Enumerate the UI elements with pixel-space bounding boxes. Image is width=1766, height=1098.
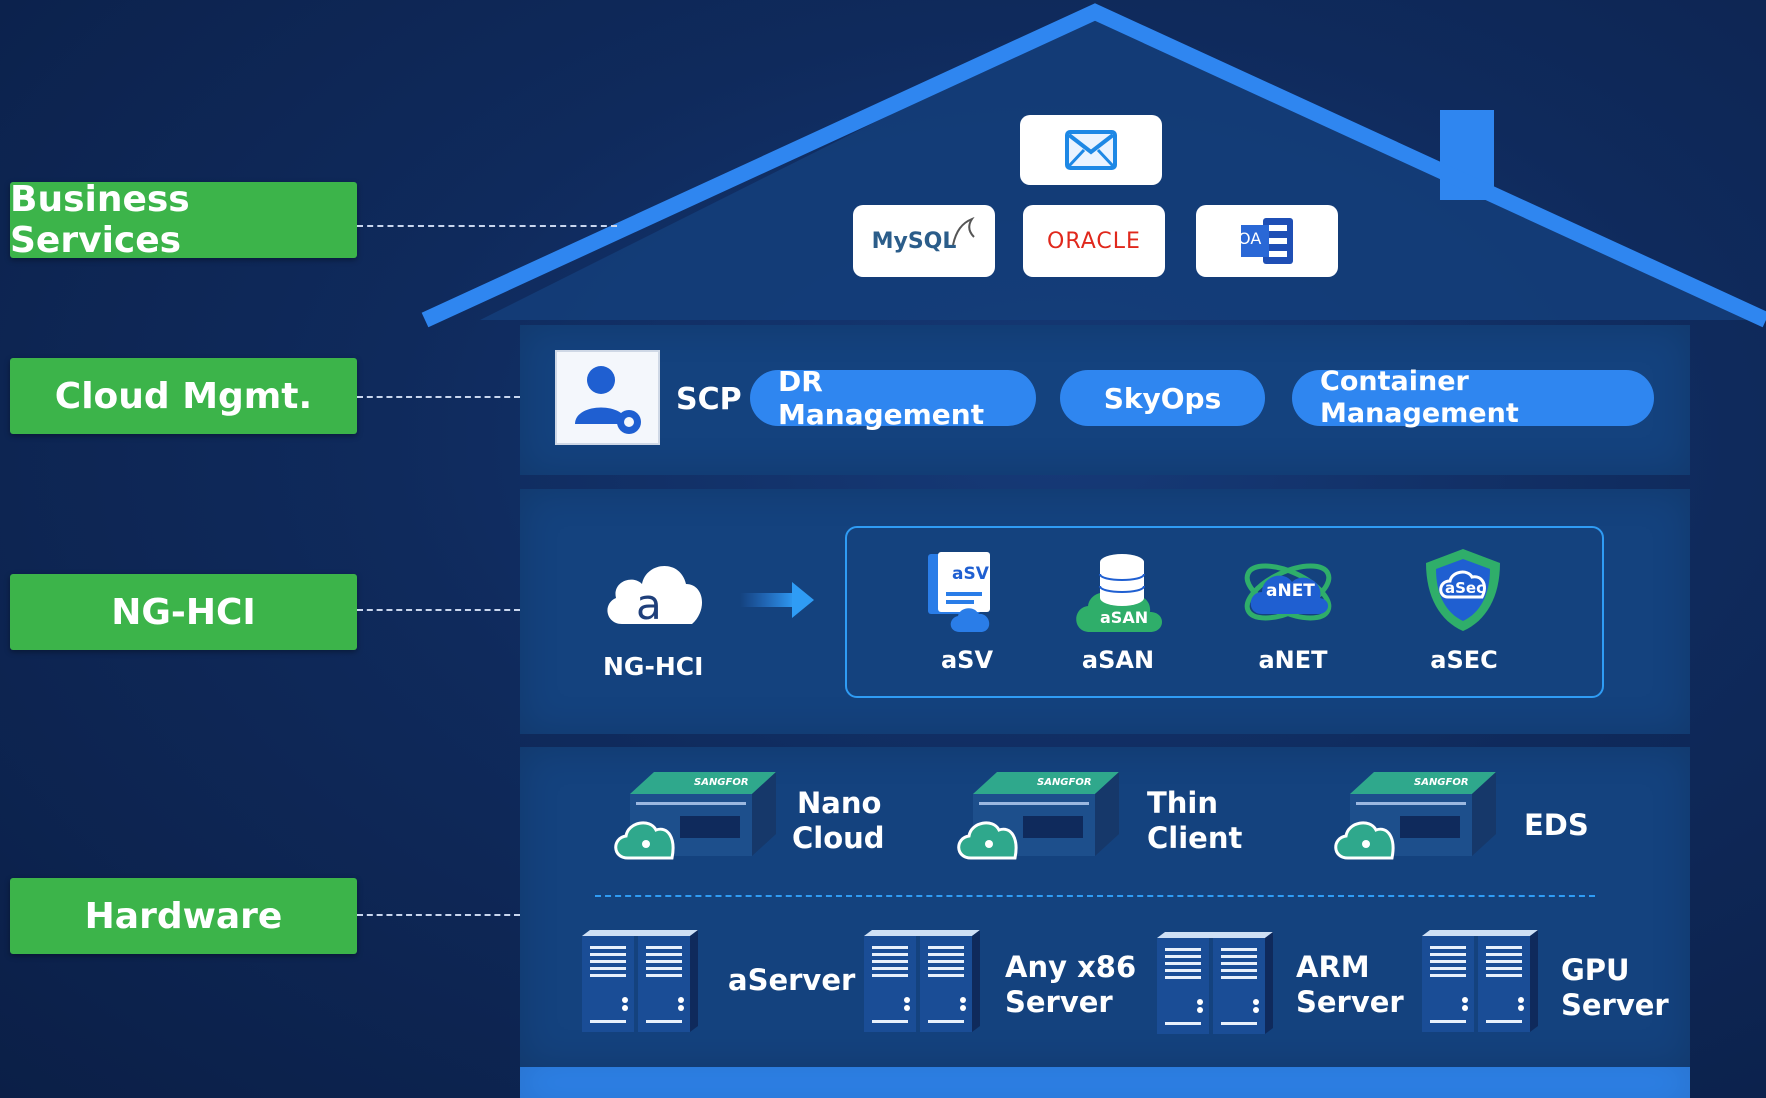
container-management-pill: Container Management bbox=[1292, 366, 1654, 429]
arrow-right-icon bbox=[740, 582, 814, 618]
skyops-pill: SkyOps bbox=[1060, 370, 1265, 426]
hardware-divider bbox=[595, 895, 1595, 897]
x86-server-label: Any x86 Server bbox=[1005, 950, 1136, 1020]
asan-label: aSAN bbox=[1081, 646, 1155, 674]
asec-label: aSEC bbox=[1430, 646, 1498, 674]
ng-hci-logo-letter: a bbox=[636, 580, 662, 629]
thin-client-label: Thin Client bbox=[1147, 786, 1242, 856]
server-aserver-icon bbox=[580, 928, 705, 1038]
oracle-app-tile: ORACLE bbox=[1023, 205, 1165, 277]
brand-label-eds: SANGFOR bbox=[1414, 777, 1469, 788]
asv-icon: aSV bbox=[910, 550, 1020, 640]
house-roof bbox=[421, 3, 1766, 328]
arm-line1: ARM bbox=[1296, 950, 1370, 984]
connector-hardware bbox=[357, 914, 520, 916]
asv-label: aSV bbox=[940, 646, 994, 674]
mail-app-tile bbox=[1020, 115, 1162, 185]
anet-badge: aNET bbox=[1266, 581, 1315, 601]
brand-label-nano: SANGFOR bbox=[694, 777, 749, 788]
server-x86-icon bbox=[862, 928, 987, 1038]
aserver-label: aServer bbox=[728, 963, 855, 998]
ng-hci-cloud-icon bbox=[600, 552, 710, 637]
brand-label-thin: SANGFOR bbox=[1037, 777, 1092, 788]
oa-logo-text: OA bbox=[1238, 229, 1262, 248]
nano-cloud-line1: Nano bbox=[797, 786, 882, 820]
anet-label: aNET bbox=[1258, 646, 1328, 674]
asec-shield-icon: aSec bbox=[1418, 545, 1508, 640]
nano-cloud-line2: Cloud bbox=[792, 821, 885, 855]
connector-business bbox=[357, 225, 617, 227]
thin-client-line1: Thin bbox=[1147, 786, 1219, 820]
eds-line1: EDS bbox=[1524, 808, 1589, 842]
thin-client-line2: Client bbox=[1147, 821, 1243, 855]
scp-label: SCP bbox=[676, 382, 742, 417]
dr-management-pill: DR Management bbox=[750, 365, 1036, 431]
layer-label-cloud-mgmt: Cloud Mgmt. bbox=[10, 358, 357, 434]
aserver-line1: aServer bbox=[728, 963, 856, 997]
server-gpu-icon bbox=[1420, 928, 1545, 1038]
mysql-logo: MySQL bbox=[871, 228, 957, 254]
oracle-logo: ORACLE bbox=[1047, 228, 1141, 254]
scp-admin-icon bbox=[555, 350, 660, 445]
appliance-thin-client-icon: SANGFOR bbox=[953, 772, 1123, 867]
x86-line2: Server bbox=[1005, 985, 1113, 1019]
nano-cloud-label: Nano Cloud bbox=[792, 786, 885, 856]
connector-nghci bbox=[357, 609, 520, 611]
arm-server-label: ARM Server bbox=[1296, 950, 1404, 1020]
arm-line2: Server bbox=[1296, 985, 1404, 1019]
oa-icon bbox=[1241, 218, 1293, 264]
gpu-line2: Server bbox=[1561, 988, 1669, 1022]
ng-hci-main-label: NG-HCI bbox=[603, 652, 704, 681]
appliance-nano-cloud-icon: SANGFOR bbox=[610, 772, 780, 867]
oa-app-tile: OA bbox=[1196, 205, 1338, 277]
gpu-server-label: GPU Server bbox=[1561, 953, 1669, 1023]
foundation-bar bbox=[520, 1067, 1690, 1098]
x86-line1: Any x86 bbox=[1005, 950, 1137, 984]
eds-label: EDS bbox=[1524, 808, 1589, 843]
gpu-line1: GPU bbox=[1561, 953, 1630, 987]
envelope-icon bbox=[1065, 130, 1117, 170]
ng-hci-products-frame bbox=[845, 526, 1604, 698]
dolphin-icon bbox=[952, 217, 976, 246]
anet-icon: aNET bbox=[1240, 548, 1336, 643]
asan-badge: aSAN bbox=[1100, 608, 1149, 627]
layer-label-business-services: Business Services bbox=[10, 179, 357, 261]
asv-badge: aSV bbox=[952, 564, 989, 584]
mysql-app-tile: MySQL bbox=[853, 205, 995, 277]
asan-icon: aSAN bbox=[1070, 550, 1170, 640]
connector-cloud bbox=[357, 396, 520, 398]
appliance-eds-icon: SANGFOR bbox=[1330, 772, 1500, 867]
layer-label-ng-hci: NG-HCI bbox=[10, 574, 357, 650]
layer-label-hardware: Hardware bbox=[10, 878, 357, 954]
server-arm-icon bbox=[1155, 930, 1280, 1040]
asec-badge: aSec bbox=[1445, 579, 1485, 597]
